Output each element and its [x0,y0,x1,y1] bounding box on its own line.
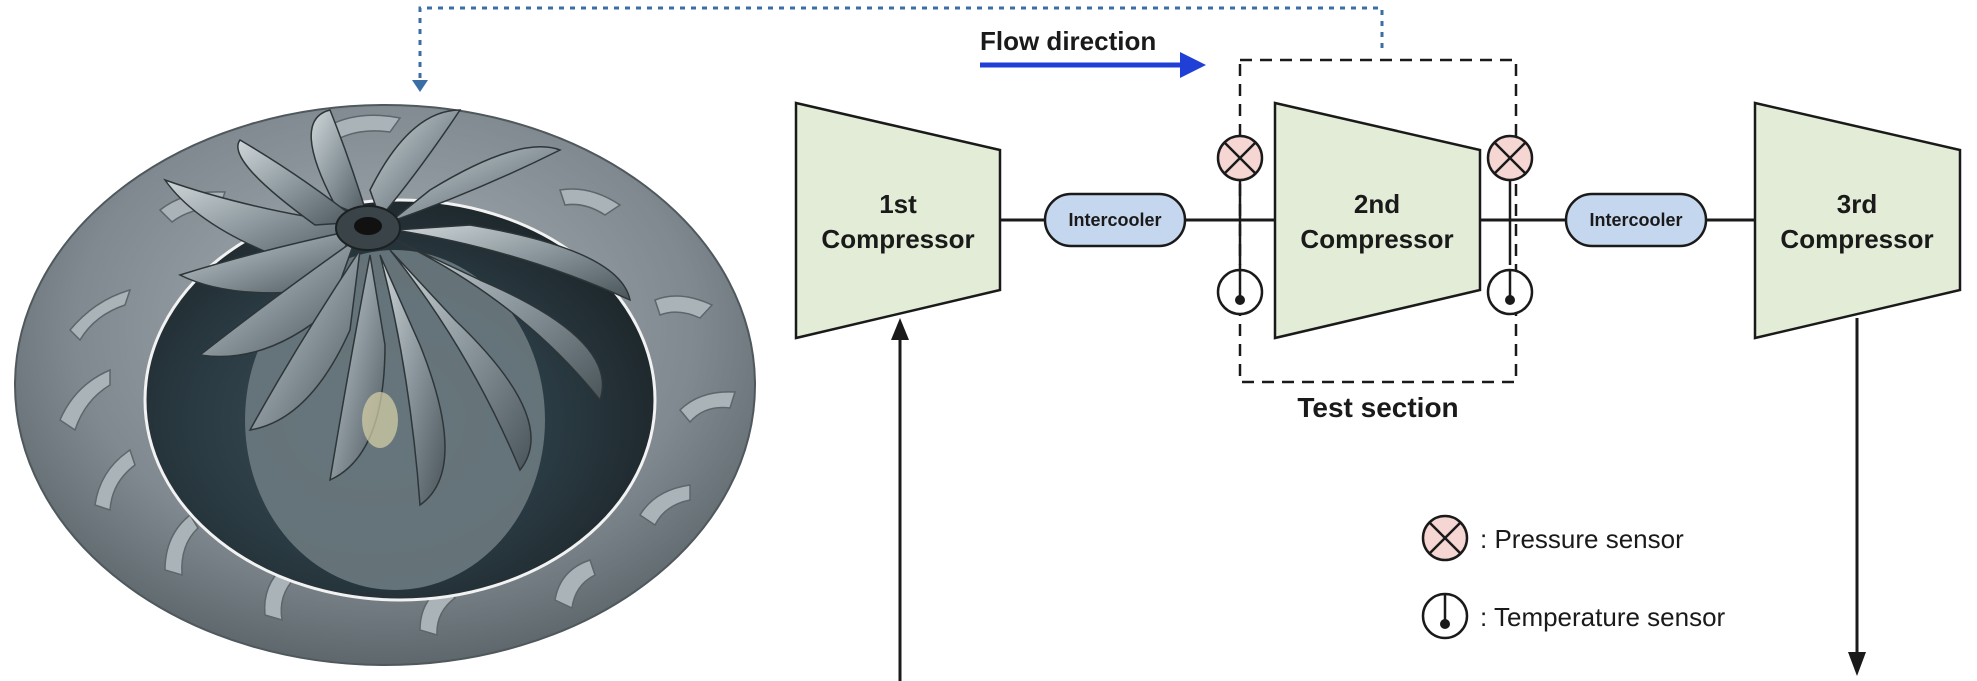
impeller-nose-hole [354,217,382,235]
impeller-blades [163,109,632,507]
compressor-1-label-line1: 1st [879,189,917,219]
dotted-link-line [418,6,1384,78]
intercooler-2: Intercooler [1564,192,1708,248]
test-section-label: Test section [1297,392,1458,423]
compressor-1: 1st Compressor [794,101,1002,340]
intercooler-1-label: Intercooler [1068,210,1161,230]
compressor-2-label-line1: 2nd [1354,189,1400,219]
flow-direction-arrowhead [1180,52,1206,78]
flow-direction: Flow direction [980,26,1206,78]
impeller-illustration [14,6,1384,666]
intercooler-2-body [1564,192,1708,248]
compressor-2: 2nd Compressor [1273,101,1482,340]
outlet-temperature-sensor-icon [1486,268,1534,316]
compressor-3-label-line2: Compressor [1780,224,1933,254]
inlet-pressure-sensor-icon [1216,134,1264,182]
legend: : Pressure sensor : Temperature sensor [1421,514,1726,640]
dotted-link-arrowhead [412,80,428,92]
outlet-pressure-sensor-icon [1486,134,1534,182]
flow-direction-label: Flow direction [980,26,1156,56]
compressor-1-label-line2: Compressor [821,224,974,254]
intercooler-2-label: Intercooler [1589,210,1682,230]
outlet-arrow [1848,318,1866,676]
inlet-temperature-sensor-icon [1216,268,1264,316]
intercooler-1-body [1043,192,1187,248]
compressor-1-body [794,101,1002,340]
compressor-2-label-line2: Compressor [1300,224,1453,254]
legend-temperature-sensor-icon [1421,592,1469,640]
test-section: Test section [1238,58,1518,423]
legend-pressure-sensor-icon [1421,514,1469,562]
compressor-3-label-line1: 3rd [1837,189,1877,219]
compressor-3: 3rd Compressor [1753,101,1962,340]
intercooler-1: Intercooler [1043,192,1187,248]
compressor-3-body [1753,101,1962,340]
legend-pressure-label: : Pressure sensor [1480,524,1684,554]
inlet-arrow [891,318,909,681]
compressor-2-body [1273,101,1482,340]
impeller-glint [362,392,398,448]
legend-temperature-label: : Temperature sensor [1480,602,1726,632]
